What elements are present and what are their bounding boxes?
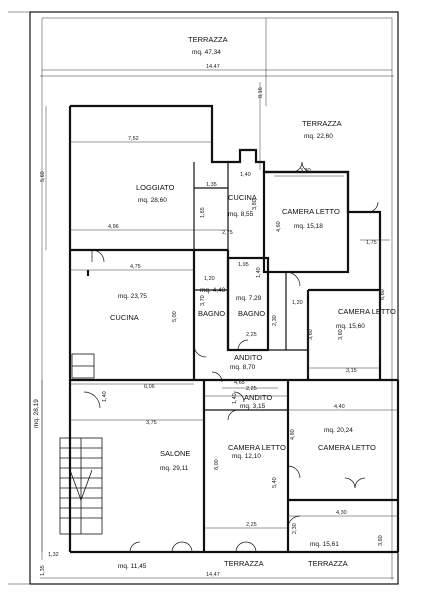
andito-1-area: mq. 8,70 — [230, 364, 256, 371]
cucina-large-area: mq. 23,75 — [118, 293, 147, 300]
terrazza-right-name: TERRAZZA — [302, 119, 342, 128]
dim-cucina-small-h: 3,80 — [252, 199, 258, 210]
camera-letto-3-name: CAMERA LETTO — [228, 443, 286, 452]
dim-cucina-small-h2: 1,65 — [200, 207, 206, 218]
cucina-large-name: CUCINA — [110, 313, 139, 322]
dim-andito-w: 4,65 — [234, 380, 245, 386]
dim-bagno1-h: 3,70 — [200, 295, 206, 306]
dim-bottom-width: 14,47 — [206, 572, 220, 578]
andito-2-area: mq. 3,15 — [240, 403, 266, 410]
camera-letto-1-area: mq. 15,18 — [294, 223, 323, 230]
dim-andito-right: 3,15 — [346, 368, 357, 374]
dim-camera1-top: 3,30 — [300, 168, 311, 174]
dim-bottom-left-1: 1,32 — [48, 552, 59, 558]
dim-loggiato-width: 7,52 — [128, 136, 139, 142]
dim-salone-w: 3,75 — [146, 420, 157, 426]
exterior-wall — [70, 104, 382, 380]
bagno-1-area: mq. 4,40 — [200, 287, 226, 294]
loggiato-name: LOGGIATO — [136, 183, 175, 192]
dim-cucina-small-w: 1,35 — [206, 182, 217, 188]
dim-cucina-small-bottom: 2,75 — [222, 230, 233, 236]
loggiato-area: mq. 28,60 — [138, 197, 167, 204]
dim-corr-w: 1,20 — [292, 300, 303, 306]
dim-top-width: 14,47 — [206, 64, 220, 70]
dim-cucina-large-h: 5,00 — [172, 311, 178, 322]
dim-camera4-h: 4,80 — [290, 429, 296, 440]
dim-bottom-left-2: 1,35 — [40, 565, 46, 576]
door-symbols — [83, 161, 379, 553]
salone-name: SALONE — [160, 449, 190, 458]
andito-2-name: ANDITO — [244, 393, 272, 402]
camera-letto-2-name: CAMERA LETTO — [338, 307, 396, 316]
camera-letto-3-area: mq. 12,10 — [232, 453, 261, 460]
dim-cucina-large-w: 4,75 — [130, 264, 141, 270]
dim-salone-top: 6,06 — [144, 384, 155, 390]
terrazza-right-area: mq. 22,60 — [304, 133, 333, 140]
dim-camera3-h: 8,00 — [214, 459, 220, 470]
outer-frame — [29, 11, 399, 585]
dim-bagno2-bottom: 2,25 — [246, 332, 257, 338]
andito-1-name: ANDITO — [234, 353, 262, 362]
dim-loggiato-height: 5,60 — [40, 171, 46, 182]
dim-camera1-side: 1,75 — [366, 240, 377, 246]
dim-cucina-small-w2: 1,40 — [240, 172, 251, 178]
dim-camera2-h2: 3,60 — [338, 329, 344, 340]
dim-bagno-h: 2,30 — [272, 315, 278, 326]
dim-andito2-w: 2,25 — [246, 386, 257, 392]
camera-letto-4-name: CAMERA LETTO — [318, 443, 376, 452]
dim-bagno2-h: 1,40 — [256, 267, 262, 278]
dim-bagno2-w: 1,95 — [238, 262, 249, 268]
cucina-small-name: CUCINA — [228, 193, 257, 202]
terrazza-bottom-left-area: mq. 11,45 — [118, 563, 147, 570]
terrazza-top-name: TERRAZZA — [188, 35, 228, 44]
dim-stair-h: 1,40 — [102, 391, 108, 402]
camera-letto-1-name: CAMERA LETTO — [282, 207, 340, 216]
dim-camera1-h: 4,60 — [276, 221, 282, 232]
salone-area: mq. 29,11 — [160, 465, 189, 472]
cucina-small-area: mq. 8,55 — [228, 211, 254, 218]
dim-andito-h: 3,60 — [308, 329, 314, 340]
dim-camera4-w: 4,40 — [334, 404, 345, 410]
camera-letto-2-area: mq. 15,60 — [336, 323, 365, 330]
dim-right-height: 8,16 — [258, 87, 264, 98]
dim-bagno1-w: 1,20 — [204, 276, 215, 282]
dim-andito2-h: 1,40 — [232, 393, 238, 404]
dim-camera3-bottom: 2,25 — [246, 522, 257, 528]
bagno-2-area: mq. 7,29 — [236, 295, 262, 302]
terrazza-bottom-right-area: mq. 15,61 — [310, 541, 339, 548]
terrazza-bottom-right-name: TERRAZZA — [308, 559, 348, 568]
terrazza-top-area: mq. 47,34 — [192, 49, 221, 56]
bagno-1-name: BAGNO — [198, 309, 225, 318]
camera-letto-4-area: mq. 20,24 — [324, 427, 353, 434]
dim-terr-br-h2: 3,60 — [378, 535, 384, 546]
dim-camera2-h: 6,60 — [380, 289, 386, 300]
terrazza-bottom-left-name: TERRAZZA — [224, 559, 264, 568]
bagno-2-name: BAGNO — [238, 309, 265, 318]
stair-area-label: mq. 28,19 — [33, 399, 40, 428]
dim-camera3-h2: 5,40 — [272, 477, 278, 488]
dim-terr-br-h: 2,30 — [292, 523, 298, 534]
dim-terr-br-w: 4,30 — [336, 510, 347, 516]
dim-loggiato-bottom: 4,96 — [108, 224, 119, 230]
